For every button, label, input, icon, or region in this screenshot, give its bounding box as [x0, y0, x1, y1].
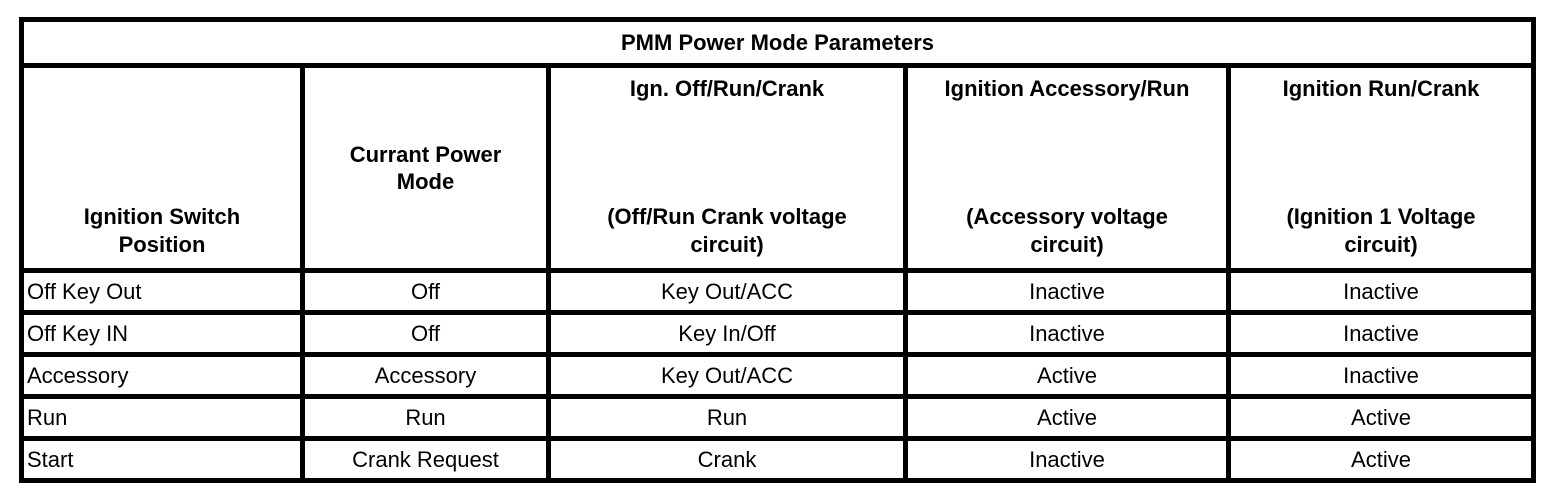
header-label-top: Ign. Off/Run/Crank	[629, 76, 825, 101]
table-cell: Accessory	[19, 352, 305, 399]
header-label: Ignition Switch Position	[83, 204, 241, 257]
table-cell: Accessory	[300, 352, 551, 399]
table-row: Start Crank Request Crank Inactive Activ…	[19, 436, 1536, 483]
table-cell: Run	[546, 394, 908, 441]
table-cell: Key Out/ACC	[546, 268, 908, 315]
table-cell: Inactive	[1226, 352, 1536, 399]
table-cell: Run	[19, 394, 305, 441]
table-cell: Key In/Off	[546, 310, 908, 357]
header-ignition-run-crank: Ignition Run/Crank (Ignition 1 Voltage c…	[1226, 63, 1536, 273]
header-ign-off-run-crank: Ign. Off/Run/Crank (Off/Run Crank voltag…	[546, 63, 908, 273]
table-cell: Crank Request	[300, 436, 551, 483]
table-cell: Start	[19, 436, 305, 483]
header-label-bottom: (Ignition 1 Voltage circuit)	[1286, 204, 1476, 257]
table-cell: Inactive	[1226, 310, 1536, 357]
table-title: PMM Power Mode Parameters	[19, 17, 1536, 68]
table-row: Off Key IN Off Key In/Off Inactive Inact…	[19, 310, 1536, 357]
table-cell: Crank	[546, 436, 908, 483]
table-cell: Off Key IN	[19, 310, 305, 357]
header-ignition-switch-position: Ignition Switch Position	[19, 63, 305, 273]
header-label-top: Ignition Accessory/Run	[944, 76, 1190, 101]
table-cell: Inactive	[903, 310, 1231, 357]
pmm-power-mode-table-container: PMM Power Mode Parameters Ignition Switc…	[19, 17, 1536, 483]
header-label-bottom: (Off/Run Crank voltage circuit)	[607, 204, 847, 257]
table-row: Run Run Run Active Active	[19, 394, 1536, 441]
table-cell: Run	[300, 394, 551, 441]
header-current-power-mode: Currant Power Mode	[300, 63, 551, 273]
table-cell: Active	[903, 394, 1231, 441]
title-row: PMM Power Mode Parameters	[19, 17, 1536, 68]
header-label: Currant Power Mode	[349, 141, 502, 195]
table-cell: Active	[1226, 436, 1536, 483]
table-cell: Active	[1226, 394, 1536, 441]
table-row: Off Key Out Off Key Out/ACC Inactive Ina…	[19, 268, 1536, 315]
table-cell: Off	[300, 268, 551, 315]
table-cell: Off	[300, 310, 551, 357]
table-cell: Off Key Out	[19, 268, 305, 315]
header-label-top: Ignition Run/Crank	[1282, 76, 1480, 101]
table-cell: Active	[903, 352, 1231, 399]
header-row: Ignition Switch Position Currant Power M…	[19, 63, 1536, 273]
header-label-bottom: (Accessory voltage circuit)	[966, 204, 1168, 257]
table-cell: Key Out/ACC	[546, 352, 908, 399]
header-ignition-accessory-run: Ignition Accessory/Run (Accessory voltag…	[903, 63, 1231, 273]
table-row: Accessory Accessory Key Out/ACC Active I…	[19, 352, 1536, 399]
pmm-power-mode-table: PMM Power Mode Parameters Ignition Switc…	[19, 17, 1536, 483]
table-cell: Inactive	[903, 268, 1231, 315]
table-cell: Inactive	[903, 436, 1231, 483]
table-cell: Inactive	[1226, 268, 1536, 315]
